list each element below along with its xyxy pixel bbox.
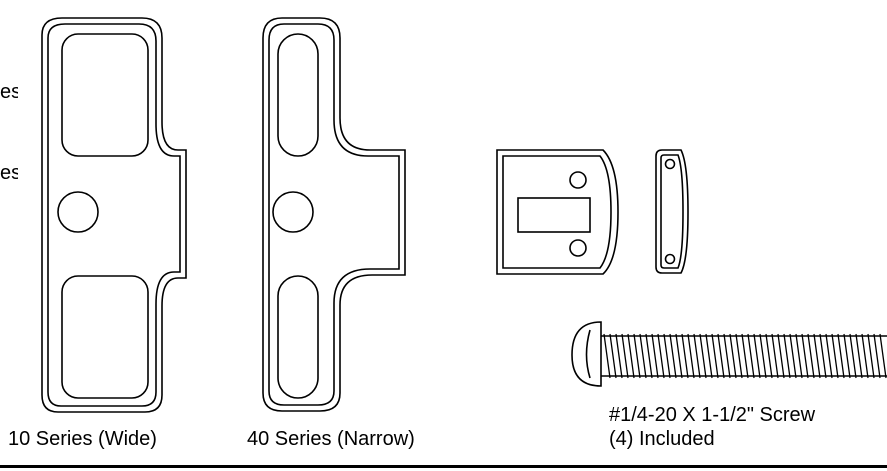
strike-plate-inner-border <box>502 155 612 269</box>
trim-bottom-hole <box>664 253 676 265</box>
wide-latch-hole <box>57 191 99 233</box>
trim-strip <box>655 149 689 274</box>
label-10-series-wide: 10 Series (Wide) <box>8 428 157 450</box>
label-40-series-narrow: 40 Series (Narrow) <box>247 428 415 450</box>
label-screw-quantity: (4) Included <box>609 428 715 450</box>
narrow-strike-plate <box>262 17 406 412</box>
screw <box>571 321 887 387</box>
wide-top-cutout <box>61 33 149 157</box>
narrow-plate-inner-border <box>268 23 400 406</box>
wide-strike-plate <box>41 17 187 413</box>
screw-slot <box>585 329 591 379</box>
left-fragment-1: es <box>0 81 18 103</box>
narrow-top-slot <box>277 33 319 157</box>
strike-plate-small <box>496 149 619 275</box>
narrow-latch-hole <box>272 191 314 233</box>
trim-strip-inner-border <box>660 154 684 269</box>
trim-top-hole <box>664 158 676 170</box>
label-screw-spec: #1/4-20 X 1-1/2" Screw <box>609 404 816 426</box>
screw-threads <box>603 333 887 379</box>
wide-bottom-cutout <box>61 275 149 399</box>
strike-plate-outline <box>496 149 619 275</box>
trim-strip-outline <box>655 149 689 274</box>
wide-plate-inner-border <box>47 23 181 407</box>
strike-top-hole <box>569 171 587 189</box>
wide-plate-outline <box>41 17 187 413</box>
left-fragment-2: es <box>0 162 18 184</box>
screw-head <box>571 321 602 387</box>
strike-latch-opening <box>517 197 591 233</box>
narrow-plate-outline <box>262 17 406 412</box>
strike-bottom-hole <box>569 239 587 257</box>
bottom-divider <box>0 465 887 468</box>
narrow-bottom-slot <box>277 275 319 399</box>
